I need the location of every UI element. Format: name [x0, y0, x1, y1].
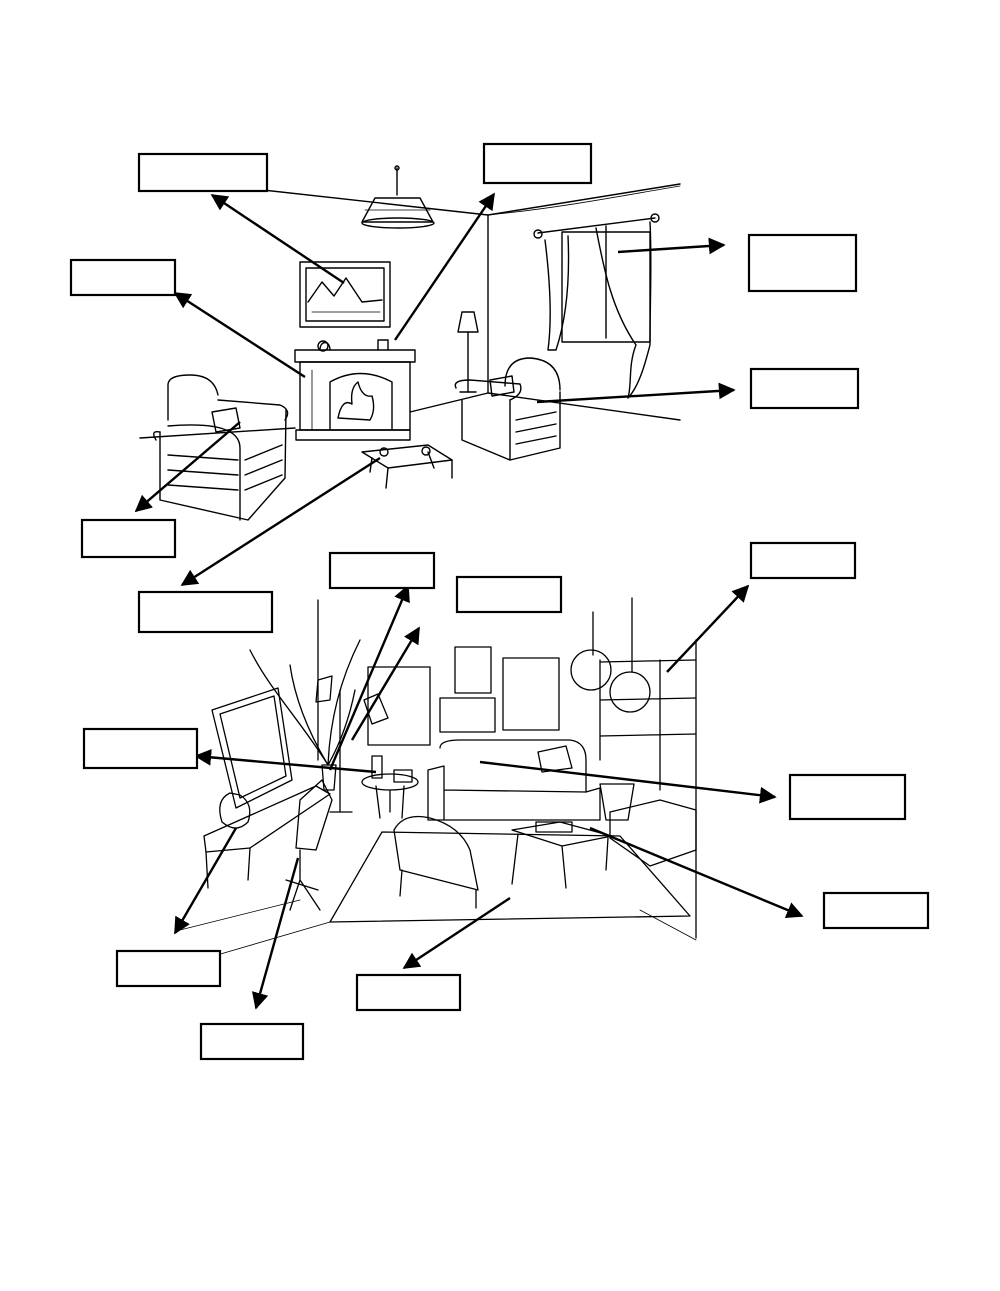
arrow-chair	[251, 857, 300, 1010]
arrow-vase	[173, 827, 238, 935]
label-box-armchair[interactable]	[749, 367, 860, 410]
living-room-illustration-top	[139, 165, 681, 521]
armchair-left-drawing	[153, 374, 289, 521]
label-box-plant[interactable]	[328, 551, 436, 590]
armchair-right-drawing	[454, 357, 561, 461]
coffee-table-drawing	[361, 444, 453, 489]
arrow-lamp	[350, 626, 421, 741]
living-room-illustration-bottom	[179, 597, 697, 961]
label-box-cushion[interactable]	[80, 518, 177, 559]
wall-art-3	[439, 697, 496, 733]
ceiling-lamp-drawing	[361, 165, 435, 229]
label-box-sofa[interactable]	[788, 773, 907, 821]
label-box-mantel-ornament[interactable]	[482, 142, 593, 185]
arrow-mantel-ornament	[394, 192, 495, 341]
arrow-picture	[210, 194, 345, 284]
wall-art-1	[367, 666, 431, 746]
wall-art-2	[454, 646, 492, 694]
framed-picture-drawing	[299, 261, 391, 328]
arrow-armchair	[536, 382, 736, 404]
floor-lamp-drawing	[457, 311, 479, 393]
label-box-rug[interactable]	[355, 973, 462, 1012]
label-box-television[interactable]	[82, 727, 199, 770]
label-boxes	[69, 142, 930, 1061]
label-box-chair[interactable]	[199, 1022, 305, 1061]
arrow-sofa	[479, 760, 777, 804]
label-box-lamp[interactable]	[455, 575, 563, 614]
fireplace-drawing	[294, 339, 416, 441]
arrow-rug	[402, 896, 511, 970]
arrow-television	[194, 748, 377, 774]
label-box-shelves[interactable]	[749, 541, 857, 580]
arrow-coffee-table	[180, 456, 381, 587]
label-box-curtains[interactable]	[747, 233, 858, 293]
arrow-cushion	[134, 421, 241, 513]
arrow-fireplace	[173, 291, 306, 379]
arrow-plant	[328, 584, 410, 771]
label-box-books[interactable]	[822, 891, 930, 930]
label-box-picture[interactable]	[137, 152, 269, 193]
arrow-books	[589, 826, 804, 918]
pointer-arrows	[134, 192, 804, 1010]
arrow-curtains	[617, 237, 726, 255]
window-curtains-drawing	[533, 213, 660, 399]
wall-art-4	[502, 657, 560, 731]
arrow-shelves	[666, 584, 750, 673]
label-box-vase[interactable]	[115, 949, 222, 988]
label-box-coffee-table[interactable]	[137, 590, 274, 634]
label-box-fireplace[interactable]	[69, 258, 177, 297]
